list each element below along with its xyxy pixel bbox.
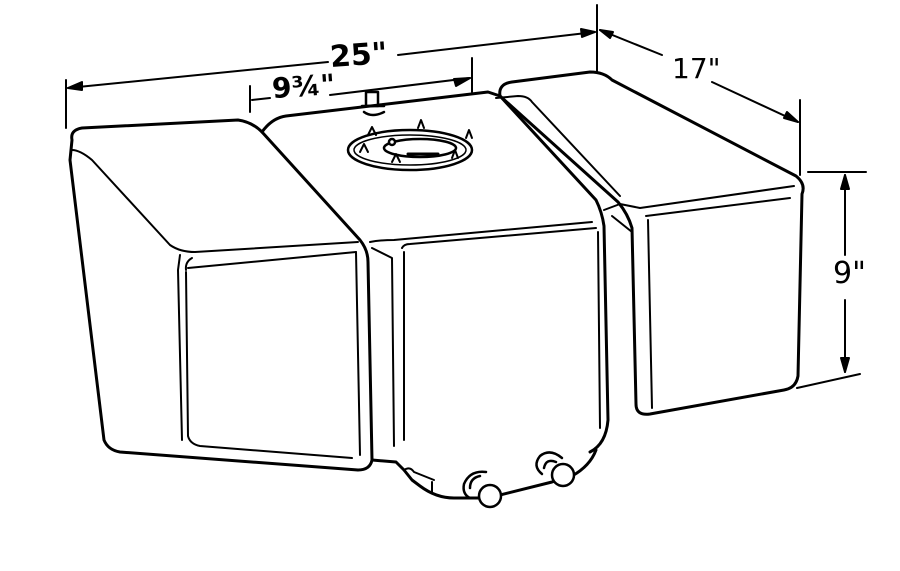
filler-bolts: [359, 119, 473, 163]
right-chamber: [495, 70, 805, 416]
dimension-lines: [65, 4, 867, 389]
outlet-fitting-left: [462, 470, 503, 509]
width-dimension-label: 25": [328, 36, 389, 75]
vent-fitting: [360, 90, 386, 117]
outlet-fitting-right: [535, 451, 576, 488]
center-sump-section: [260, 90, 610, 500]
height-dimension-label: 9": [833, 256, 866, 291]
tank-body: [68, 70, 805, 500]
depth-dimension-label: 17": [672, 52, 721, 85]
left-chamber: [68, 118, 374, 472]
outlet-fittings: [462, 451, 576, 509]
filler-plate: [346, 119, 474, 172]
filler-offset-dimension-label: 9¾": [270, 67, 337, 106]
